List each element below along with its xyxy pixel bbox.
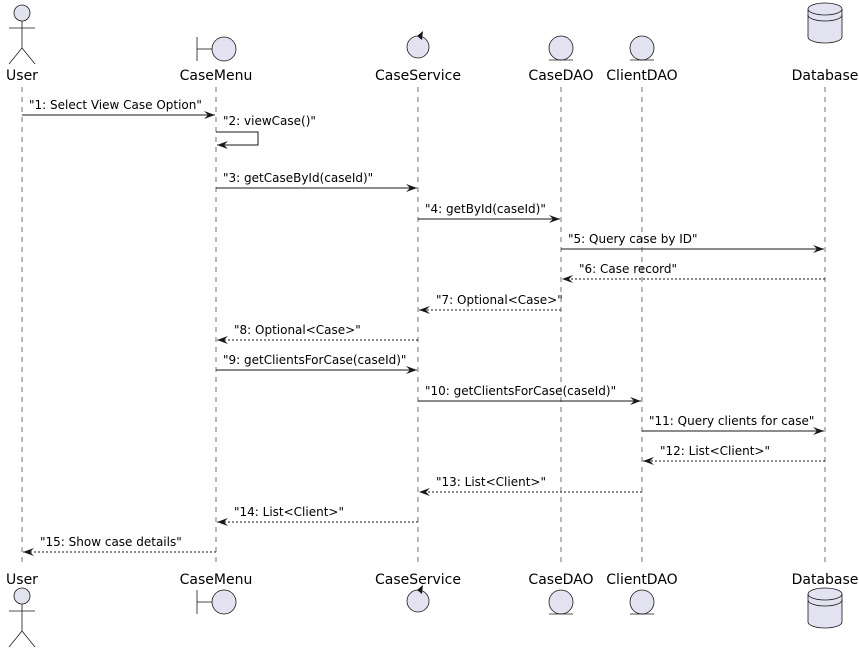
message-15: "15: Show case details" <box>23 535 216 556</box>
message-5: "5: Query case by ID" <box>561 232 824 253</box>
message-13: "13: List<Client>" <box>419 475 642 496</box>
participant-caseservice-top: CaseService <box>375 31 461 84</box>
participant-user-top: User <box>6 4 38 84</box>
message-8: "8: Optional<Case>" <box>217 323 418 344</box>
database-icon <box>807 2 843 44</box>
participant-headers: User CaseMenu CaseService CaseDAO ClientDAO D… <box>6 2 859 84</box>
message-label: "6: Case record" <box>579 262 677 276</box>
message-2: "2: viewCase()" <box>216 114 316 149</box>
message-label: "2: viewCase()" <box>223 114 316 128</box>
message-label: "8: Optional<Case>" <box>234 323 361 337</box>
message-arrow-line <box>216 131 259 146</box>
database-icon <box>807 587 843 629</box>
message-label: "15: Show case details" <box>40 535 182 549</box>
message-label: "13: List<Client>" <box>436 475 546 489</box>
message-label: "3: getCaseById(caseId)" <box>223 171 373 185</box>
arrowhead <box>549 215 560 223</box>
arrowhead <box>217 141 228 149</box>
boundary-icon <box>196 589 237 615</box>
participant-name: ClientDAO <box>606 572 677 588</box>
participant-name: CaseService <box>375 572 461 588</box>
message-label: "10: getClientsForCase(caseId)" <box>425 384 616 398</box>
control-icon <box>406 585 430 613</box>
message-14: "14: List<Client>" <box>217 505 418 526</box>
message-9: "9: getClientsForCase(caseId)" <box>216 353 417 374</box>
participant-name: User <box>6 68 38 84</box>
participant-name: CaseService <box>375 68 461 84</box>
message-7: "7: Optional<Case>" <box>419 293 563 314</box>
message-label: "5: Query case by ID" <box>568 232 698 246</box>
message-11: "11: Query clients for case" <box>642 414 824 435</box>
participant-clientdao-bottom: ClientDAO <box>606 572 678 615</box>
arrowhead <box>630 397 641 405</box>
control-icon <box>406 31 430 59</box>
arrowhead <box>813 245 824 253</box>
message-3: "3: getCaseById(caseId)" <box>216 171 417 192</box>
arrowhead <box>406 184 417 192</box>
participant-casedao-bottom: CaseDAO <box>528 572 594 615</box>
message-10: "10: getClientsForCase(caseId)" <box>418 384 641 405</box>
message-label: "12: List<Client>" <box>660 444 770 458</box>
actor-icon <box>8 4 36 65</box>
participant-casemenu-top: CaseMenu <box>180 36 253 84</box>
participant-casedao-top: CaseDAO <box>528 35 594 84</box>
arrowhead <box>406 366 417 374</box>
message-label: "7: Optional<Case>" <box>436 293 563 307</box>
arrowhead <box>23 548 34 556</box>
participant-database-top: Database <box>792 2 859 84</box>
participant-name: CaseDAO <box>528 572 593 588</box>
boundary-icon <box>196 36 237 62</box>
lifelines <box>21 87 826 566</box>
arrowhead <box>204 111 215 119</box>
entity-icon <box>629 589 655 615</box>
entity-icon <box>548 35 574 61</box>
participant-name: User <box>6 572 38 588</box>
arrowhead <box>643 457 654 465</box>
message-1: "1: Select View Case Option" <box>22 98 215 119</box>
participant-clientdao-top: ClientDAO <box>606 35 678 84</box>
message-label: "9: getClientsForCase(caseId)" <box>223 353 406 367</box>
entity-icon <box>548 589 574 615</box>
participant-footers: User CaseMenu CaseService CaseDAO ClientDAO D… <box>6 572 859 648</box>
message-label: "11: Query clients for case" <box>649 414 814 428</box>
arrowhead <box>813 427 824 435</box>
message-4: "4: getById(caseId)" <box>418 202 560 223</box>
message-6: "6: Case record" <box>562 262 825 283</box>
message-label: "4: getById(caseId)" <box>425 202 546 216</box>
arrowhead <box>562 275 573 283</box>
participant-casemenu-bottom: CaseMenu <box>180 572 253 615</box>
participant-name: CaseDAO <box>528 68 593 84</box>
arrowhead <box>217 518 228 526</box>
participant-database-bottom: Database <box>792 572 859 629</box>
participant-user-bottom: User <box>6 572 38 648</box>
arrowhead <box>419 488 430 496</box>
participant-name: CaseMenu <box>180 68 253 84</box>
participant-name: CaseMenu <box>180 572 253 588</box>
participant-name: Database <box>792 68 859 84</box>
participant-caseservice-bottom: CaseService <box>375 572 461 613</box>
participant-name: Database <box>792 572 859 588</box>
messages: "1: Select View Case Option" "2: viewCase… <box>22 98 825 556</box>
arrowhead <box>419 306 430 314</box>
message-label: "14: List<Client>" <box>234 505 344 519</box>
message-12: "12: List<Client>" <box>643 444 825 465</box>
participant-name: ClientDAO <box>606 68 677 84</box>
entity-icon <box>629 35 655 61</box>
message-label: "1: Select View Case Option" <box>29 98 202 112</box>
actor-icon <box>8 587 36 648</box>
arrowhead <box>217 336 228 344</box>
